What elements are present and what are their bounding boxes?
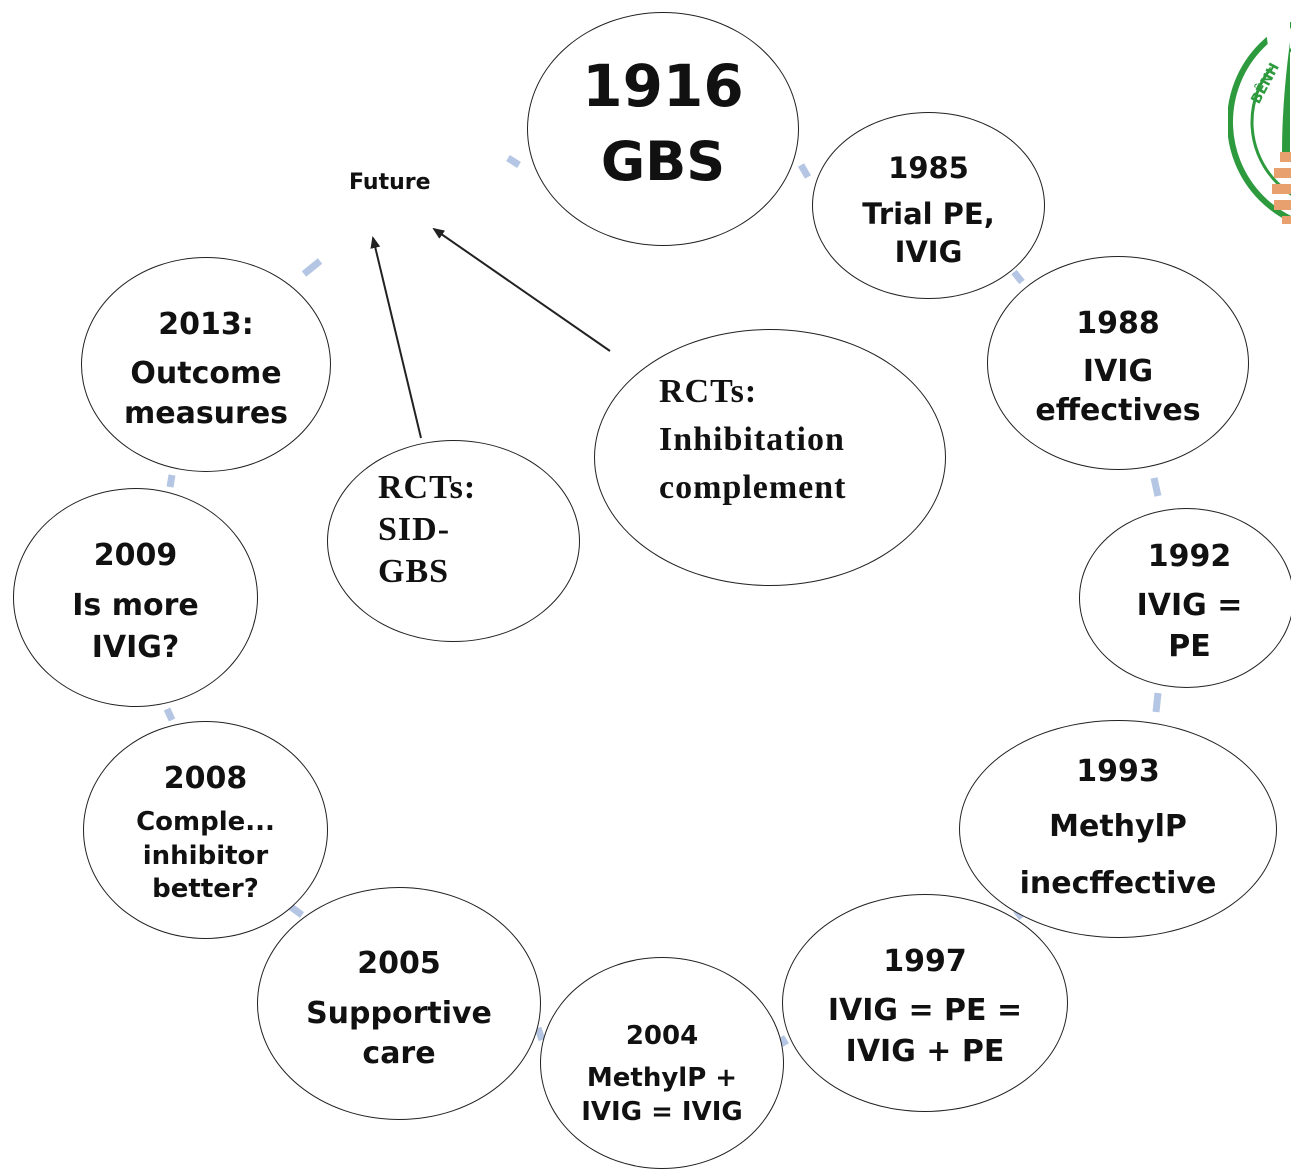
connector [797,163,812,179]
node-2004-line3: IVIG = IVIG [581,1097,743,1127]
connector [163,707,176,722]
node-1988-line3: effectives [1035,393,1201,428]
node-rcts-inhib-line1: RCTs: [659,372,758,410]
node-1985-line3: IVIG [894,234,963,269]
node-2009: 2009 Is more IVIG? [13,488,258,707]
connector [166,474,176,488]
node-2013-line3: measures [123,395,289,431]
node-1993-year: 1993 [1076,754,1160,789]
node-rcts-sid-line3: GBS [378,553,450,590]
node-2009-line2: Is more [72,587,199,623]
node-1985-line2: Trial PE, [862,196,995,231]
node-2008-line4: better? [152,874,259,904]
node-2005-line3: care [362,1035,436,1071]
node-1992: 1992 IVIG = PE [1079,508,1291,688]
node-1993-line3: inecffective [1019,866,1217,901]
node-2008: 2008 Comple... inhibitor better? [83,721,328,939]
node-2008-year: 2008 [163,761,248,796]
connector [506,155,521,168]
connector [1011,269,1025,285]
connector [301,258,323,277]
future-label: Future [349,170,431,195]
logo-graphic: BÊNH [1228,22,1291,224]
node-1916-year: 1916 [582,52,744,120]
connector [778,1035,789,1047]
node-1997-line2: IVIG = PE = [827,993,1023,1028]
node-rcts-sid-line2: SID- [378,511,451,548]
node-2009-line3: IVIG? [91,629,180,665]
node-1992-line3: PE [1168,629,1211,664]
node-2004-line2: MethylP + [586,1063,738,1093]
arrow-sid-to-future [370,236,422,439]
node-1985-year: 1985 [888,150,969,185]
node-1988-line2: IVIG [1082,354,1154,389]
connector [1150,477,1162,497]
node-2004-year: 2004 [625,1021,699,1051]
node-2008-line3: inhibitor [142,841,269,871]
node-rcts-sid-gbs: RCTs: SID- GBS [327,440,580,642]
arrow-inhib-to-future [432,227,611,352]
node-2004: 2004 MethylP + IVIG = IVIG [540,957,784,1169]
node-2005: 2005 Supportive care [257,887,541,1120]
node-1985: 1985 Trial PE, IVIG [812,112,1045,299]
node-1988-year: 1988 [1076,306,1160,341]
node-2013-year: 2013: [158,306,254,342]
node-2013: 2013: Outcome measures [81,257,331,472]
node-rcts-inhibitation: RCTs: Inhibitation complement [594,329,946,586]
connector [1152,692,1162,713]
node-2013-line2: Outcome [130,355,282,391]
node-1916-label: GBS [600,130,726,193]
node-1993: 1993 MethylP inecffective [959,720,1277,938]
node-1992-year: 1992 [1147,539,1232,574]
hospital-logo: BÊNH [1228,22,1291,242]
node-2008-line2: Comple... [136,807,275,837]
connector [534,1026,546,1042]
node-1993-line2: MethylP [1049,809,1187,844]
node-rcts-sid-line1: RCTs: [378,469,477,506]
node-1997-year: 1997 [883,944,967,979]
node-rcts-inhib-line3: complement [659,468,847,506]
node-1916: 1916 GBS [527,12,799,246]
node-1988: 1988 IVIG effectives [987,256,1249,470]
node-2009-year: 2009 [93,537,178,573]
node-1992-line2: IVIG = [1136,588,1243,623]
connector [288,904,305,918]
node-rcts-inhib-line2: Inhibitation [659,420,845,458]
node-2005-line2: Supportive [306,995,492,1031]
node-1997: 1997 IVIG = PE = IVIG + PE [782,894,1068,1112]
node-1997-line3: IVIG + PE [845,1034,1005,1069]
node-2005-year: 2005 [357,945,441,981]
